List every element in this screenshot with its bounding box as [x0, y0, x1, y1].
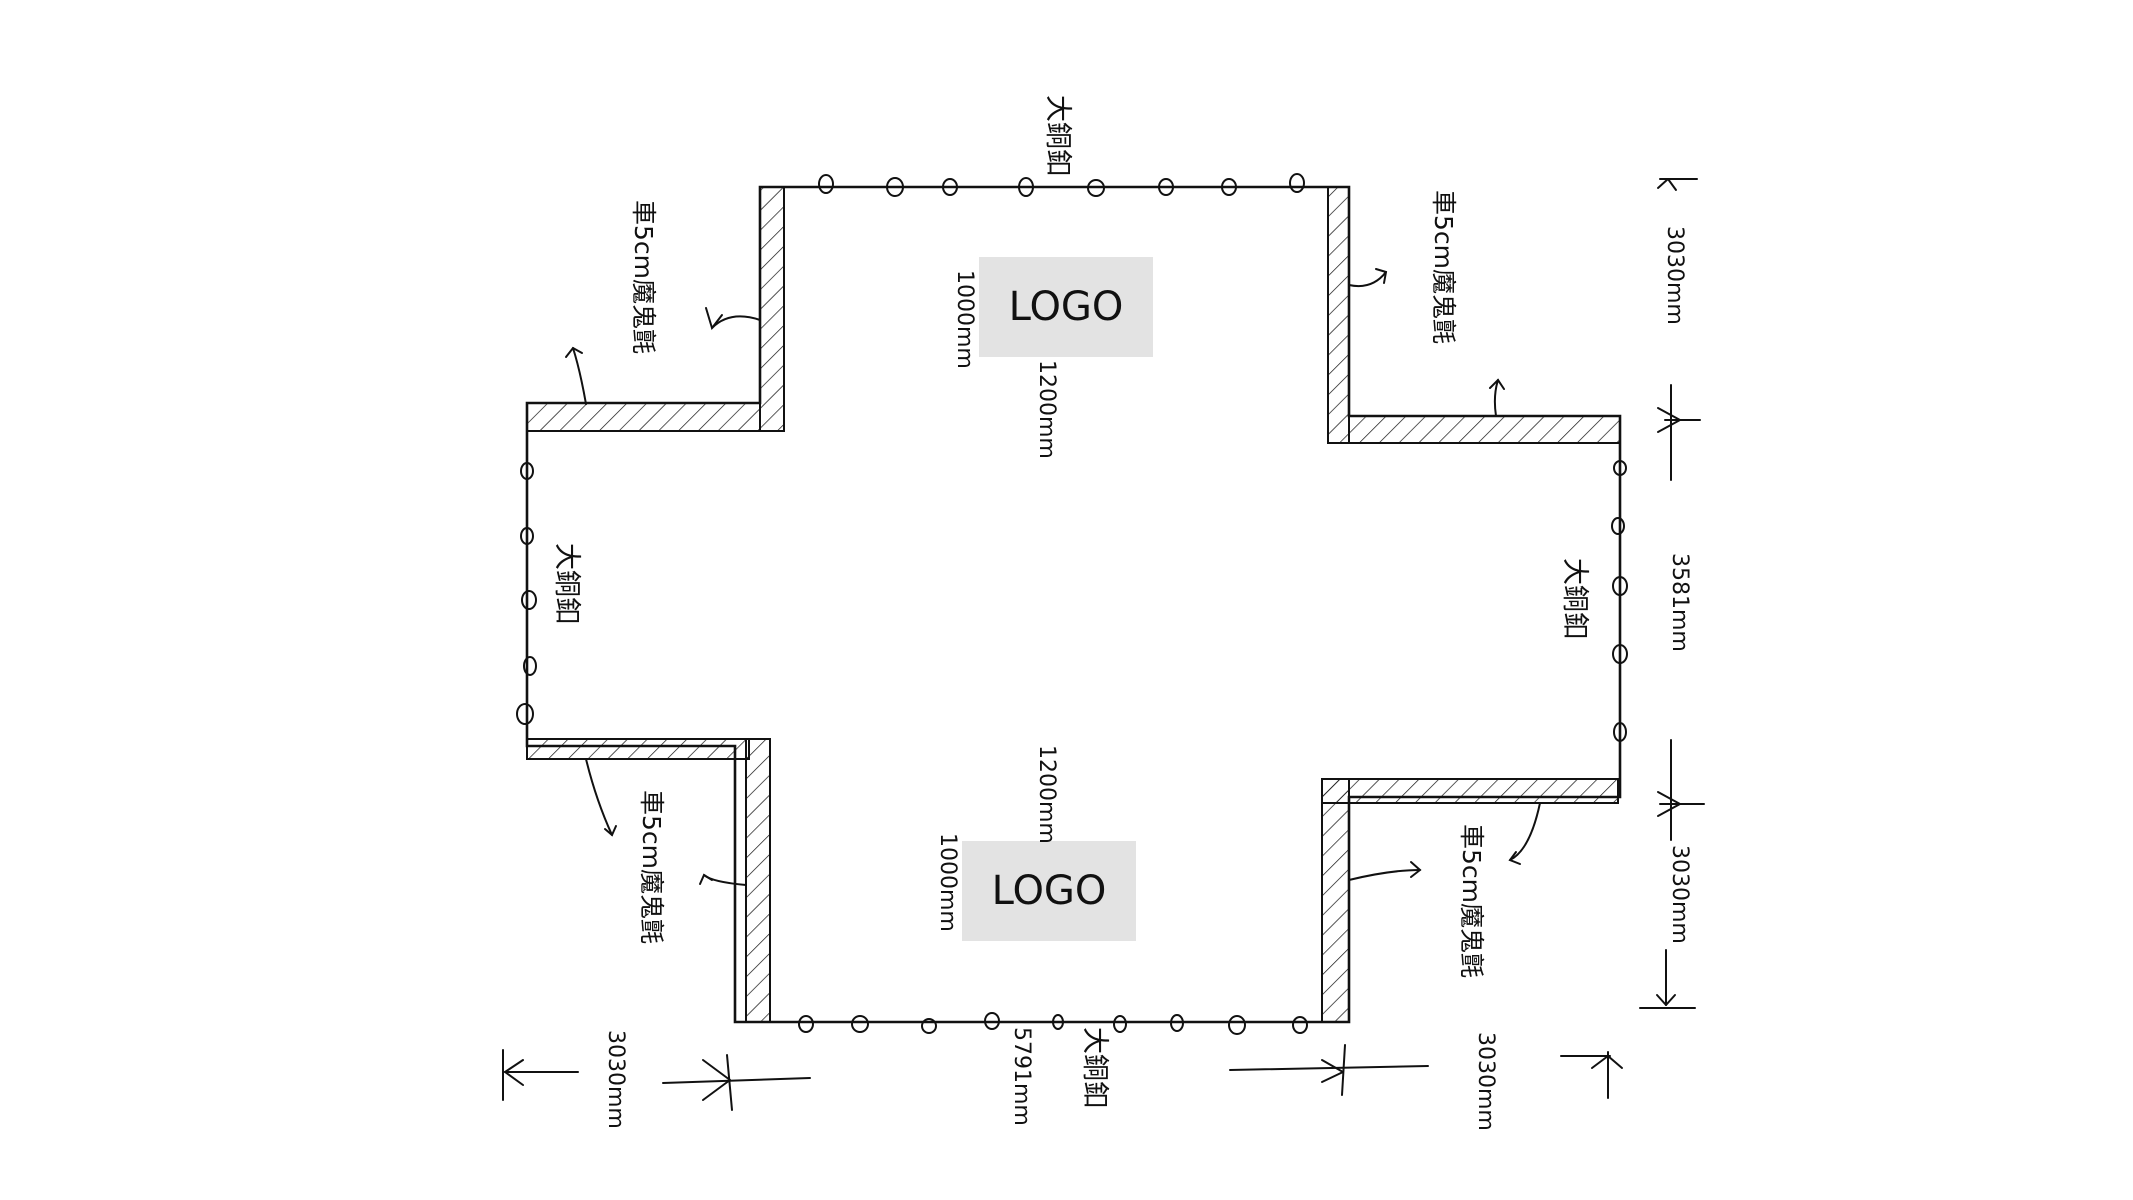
note-velcro-bl: 車5cm魔鬼氈	[637, 790, 666, 945]
grommet-icon	[521, 590, 537, 610]
strip-br-vertical	[1321, 778, 1350, 1023]
arrow-icon	[565, 346, 583, 358]
arrow-icon	[699, 873, 713, 885]
grommet-icon	[1052, 1014, 1064, 1030]
note-grommet-left: 大銅釦	[551, 543, 582, 624]
grommet-icon	[1170, 1014, 1184, 1032]
arrow-icon	[705, 307, 723, 331]
velcro-arrows	[565, 268, 1541, 886]
note-velcro-tr: 車5cm魔鬼氈	[1429, 190, 1458, 345]
logo-text: LOGO	[991, 868, 1107, 914]
strip-br-horizontal	[1321, 778, 1619, 804]
strip-bl-horizontal	[526, 738, 750, 760]
note-velcro-tl: 車5cm魔鬼氈	[629, 200, 658, 355]
dimension-lines-bottom	[502, 1044, 1623, 1111]
grommet-icon	[984, 1012, 1000, 1030]
grommet-icon	[886, 177, 904, 197]
grommet-icon	[1612, 644, 1628, 664]
grommet-icon	[1221, 178, 1237, 196]
grommet-icon	[1613, 722, 1627, 742]
dim-bottom-right: 3030mm	[1473, 1032, 1498, 1131]
grommets	[516, 173, 1628, 1035]
dimension-lines	[1639, 178, 1705, 1009]
arrow-icon	[1489, 378, 1505, 390]
grommet-icon	[851, 1015, 869, 1033]
note-grommet-right: 大銅釦	[1559, 558, 1590, 639]
arrow-icon	[1493, 379, 1499, 417]
grommet-icon	[523, 656, 537, 676]
logo-text: LOGO	[1008, 284, 1124, 330]
note-grommet-top: 大銅釦	[1042, 95, 1073, 176]
grommet-icon	[1292, 1016, 1308, 1034]
arrow-icon	[1509, 802, 1541, 861]
grommet-icon	[921, 1018, 937, 1034]
strip-tr-vertical	[1327, 186, 1350, 444]
strip-tr-horizontal	[1348, 415, 1621, 444]
dim-right-bottom: 3030mm	[1667, 845, 1692, 944]
grommet-icon	[942, 178, 958, 196]
arrow-icon	[1410, 861, 1422, 878]
grommet-icon	[818, 174, 834, 194]
dim-right-top: 3030mm	[1662, 226, 1687, 325]
strip-tl-horizontal	[526, 402, 761, 432]
note-velcro-br: 車5cm魔鬼氈	[1457, 824, 1486, 979]
grommet-icon	[1228, 1015, 1246, 1035]
dim-bottom-mid: 5791mm	[1009, 1027, 1034, 1126]
grommet-icon	[1158, 178, 1174, 196]
strip-bl-vertical	[745, 738, 771, 1023]
arrow-icon	[572, 347, 587, 405]
dim-logo-height-bottom: 1000mm	[935, 833, 960, 932]
grommet-icon	[520, 462, 534, 480]
arrow-icon	[1508, 851, 1521, 865]
dim-logo-width-top: 1200mm	[1034, 360, 1059, 459]
velcro-strips	[526, 186, 1621, 1023]
grommet-icon	[516, 703, 534, 725]
grommet-icon	[1018, 177, 1034, 197]
arrow-icon	[585, 758, 613, 836]
strip-tl-vertical	[759, 186, 785, 432]
arrow-icon	[1348, 869, 1421, 881]
grommet-icon	[1611, 517, 1625, 535]
arrow-icon	[1375, 268, 1388, 284]
note-grommet-bottom: 大銅釦	[1079, 1027, 1110, 1108]
logo-placeholder-bottom: LOGO	[962, 841, 1136, 941]
logo-placeholder-top: LOGO	[979, 257, 1153, 357]
grommet-icon	[1613, 460, 1627, 476]
grommet-icon	[520, 527, 534, 545]
dim-bottom-left: 3030mm	[603, 1030, 628, 1129]
dim-right-mid: 3581mm	[1667, 553, 1692, 652]
grommet-icon	[1289, 173, 1305, 193]
grommet-icon	[1087, 179, 1105, 197]
dim-logo-width-bottom: 1200mm	[1034, 745, 1059, 844]
grommet-icon	[1113, 1015, 1127, 1033]
dim-logo-height-top: 1000mm	[952, 270, 977, 369]
grommet-icon	[1612, 576, 1628, 596]
grommet-icon	[798, 1015, 814, 1033]
arrow-icon	[604, 825, 617, 837]
arrow-icon	[1348, 271, 1387, 288]
